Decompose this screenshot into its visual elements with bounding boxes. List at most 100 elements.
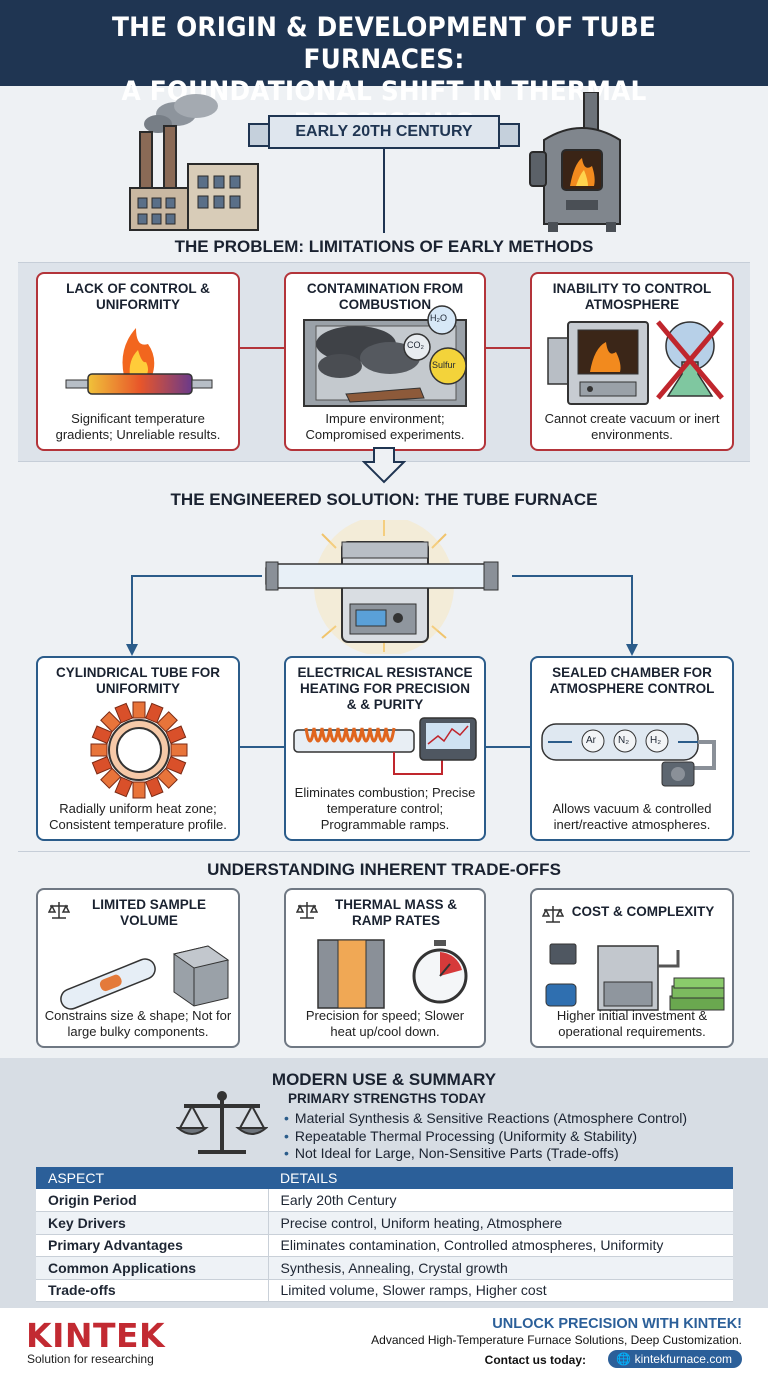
gas-label: H₂	[650, 735, 662, 746]
connector	[240, 746, 284, 748]
card-desc: Significant temperature gradients; Unrel…	[55, 411, 221, 442]
gas-label: Ar	[586, 735, 596, 746]
card-desc: Precision for speed; Slower heat up/cool…	[305, 1008, 465, 1039]
card-desc: Eliminates combustion; Precise temperatu…	[294, 785, 476, 832]
aspect-cell: Common Applications	[36, 1256, 269, 1280]
connector	[240, 347, 284, 349]
card-desc: Radially uniform heat zone; Consistent t…	[49, 801, 227, 832]
cta-title: UNLOCK PRECISION WITH KINTEK!	[492, 1316, 742, 1332]
problem-card-uniformity: LACK OF CONTROL & UNIFORMITY Significant…	[36, 272, 240, 451]
factory-icon	[129, 94, 259, 231]
solution-card-electrical: ELECTRICAL RESISTANCE HEATING FOR PRECIS…	[284, 656, 486, 841]
open-furnace-icon	[547, 321, 649, 405]
co2-bubble-icon	[403, 333, 431, 361]
card-desc: Cannot create vacuum or inert environmen…	[544, 411, 720, 442]
tradeoff-card-thermal: THERMAL MASS & RAMP RATES Precision for …	[284, 888, 486, 1048]
small-tube-icon	[60, 945, 230, 1010]
cta-subtitle: Advanced High-Temperature Furnace Soluti…	[371, 1333, 742, 1347]
globe-icon: 🌐	[616, 1352, 635, 1366]
card-title: LACK OF CONTROL & UNIFORMITY	[66, 281, 210, 312]
card-title: CONTAMINATION FROM COMBUSTION	[306, 281, 464, 312]
header-title-line1: THE ORIGIN & DEVELOPMENT OF TUBE FURNACE…	[112, 12, 656, 75]
solution-section-title: THE ENGINEERED SOLUTION: THE TUBE FURNAC…	[170, 490, 598, 509]
h2o-bubble-icon	[427, 305, 457, 335]
aspect-cell: Origin Period	[36, 1189, 269, 1212]
tradeoffs-section-title: UNDERSTANDING INHERENT TRADE-OFFS	[207, 860, 561, 879]
strength-item: Repeatable Thermal Processing (Uniformit…	[284, 1128, 687, 1146]
connector	[486, 746, 530, 748]
logo-tagline: Solution for researching	[27, 1352, 154, 1366]
era-banner: EARLY 20TH CENTURY	[248, 115, 520, 149]
strength-item: Material Synthesis & Sensitive Reactions…	[284, 1110, 687, 1128]
website-url: kintekfurnace.com	[634, 1352, 732, 1366]
card-desc: Allows vacuum & controlled inert/reactiv…	[552, 801, 712, 832]
argon-molecule	[581, 729, 605, 753]
solution-card-sealed: SEALED CHAMBER FOR ATMOSPHERE CONTROL Ar…	[530, 656, 734, 841]
insulation-block-icon	[317, 939, 385, 1009]
card-title: THERMAL MASS & RAMP RATES	[334, 897, 457, 928]
connector	[486, 347, 530, 349]
problem-card-atmosphere: INABILITY TO CONTROL ATMOSPHERE Cannot c…	[530, 272, 734, 451]
contact-label: Contact us today:	[484, 1353, 586, 1367]
tube-furnace-icon	[265, 520, 499, 654]
card-title: SEALED CHAMBER FOR ATMOSPHERE CONTROL	[549, 665, 715, 696]
equipment-cost-icon	[545, 943, 725, 1011]
divider	[18, 851, 750, 852]
card-title: INABILITY TO CONTROL ATMOSPHERE	[552, 281, 712, 312]
details-cell: Synthesis, Annealing, Crystal growth	[268, 1256, 733, 1280]
sulfur-label: Sulfur	[432, 360, 456, 370]
co2-label: CO₂	[407, 340, 424, 350]
scale-icon	[296, 902, 318, 919]
card-title: LIMITED SAMPLE VOLUME	[92, 897, 206, 928]
radial-heat-icon	[90, 701, 188, 799]
problem-section-title: THE PROBLEM: LIMITATIONS OF EARLY METHOD…	[174, 237, 594, 256]
page-header: THE ORIGIN & DEVELOPMENT OF TUBE FURNACE…	[0, 0, 768, 139]
down-arrow-icon	[362, 447, 406, 484]
table-header-row: ASPECT DETAILS	[36, 1167, 733, 1189]
website-link[interactable]: 🌐 kintekfurnace.com	[608, 1350, 742, 1368]
hydrogen-molecule	[645, 729, 669, 753]
summary-section-title: MODERN USE & SUMMARY	[271, 1070, 497, 1089]
scale-icon	[48, 902, 70, 919]
strengths-title: PRIMARY STRENGTHS TODAY	[288, 1091, 487, 1106]
flame-heating-icon	[65, 328, 213, 395]
h2o-label: H₂O	[430, 313, 447, 323]
details-cell: Precise control, Uniform heating, Atmosp…	[268, 1211, 733, 1235]
nitrogen-molecule	[613, 729, 637, 753]
strengths-list: Material Synthesis & Sensitive Reactions…	[284, 1110, 687, 1163]
scale-icon	[542, 906, 564, 923]
column-header: ASPECT	[36, 1167, 268, 1189]
stopwatch-icon	[412, 940, 468, 1004]
old-furnace-icon	[529, 92, 621, 232]
balance-scale-icon	[176, 1091, 268, 1154]
card-desc: Higher initial investment & operational …	[556, 1008, 708, 1039]
problem-card-contamination: CONTAMINATION FROM COMBUSTION CO₂ H₂O Su…	[284, 272, 486, 451]
aspect-cell: Trade-offs	[36, 1279, 269, 1302]
strength-item: Not Ideal for Large, Non-Sensitive Parts…	[284, 1145, 687, 1163]
aspect-cell: Primary Advantages	[36, 1234, 269, 1257]
gas-label: N₂	[618, 735, 630, 746]
card-title: ELECTRICAL RESISTANCE HEATING FOR PRECIS…	[297, 665, 473, 712]
card-title: CYLINDRICAL TUBE FOR UNIFORMITY	[56, 665, 220, 696]
card-desc: Constrains size & shape; Not for large b…	[44, 1008, 232, 1039]
card-title: COST & COMPLEXITY	[571, 904, 715, 919]
sulfur-bubble-icon	[429, 347, 467, 385]
no-atmosphere-icon	[656, 320, 724, 400]
tradeoff-card-volume: LIMITED SAMPLE VOLUME Constrains size & …	[36, 888, 240, 1048]
heating-coil-icon	[293, 717, 477, 775]
details-cell: Limited volume, Slower ramps, Higher cos…	[268, 1279, 733, 1302]
aspect-cell: Key Drivers	[36, 1211, 269, 1235]
card-desc: Impure environment; Compromised experime…	[305, 411, 465, 442]
details-cell: Early 20th Century	[268, 1189, 733, 1212]
banner-divider	[383, 149, 385, 233]
tradeoff-card-cost: COST & COMPLEXITY Higher initial investm…	[530, 888, 734, 1048]
kintek-logo[interactable]: KINTEK	[26, 1316, 166, 1355]
column-header: DETAILS	[268, 1167, 733, 1189]
details-cell: Eliminates contamination, Controlled atm…	[268, 1234, 733, 1257]
